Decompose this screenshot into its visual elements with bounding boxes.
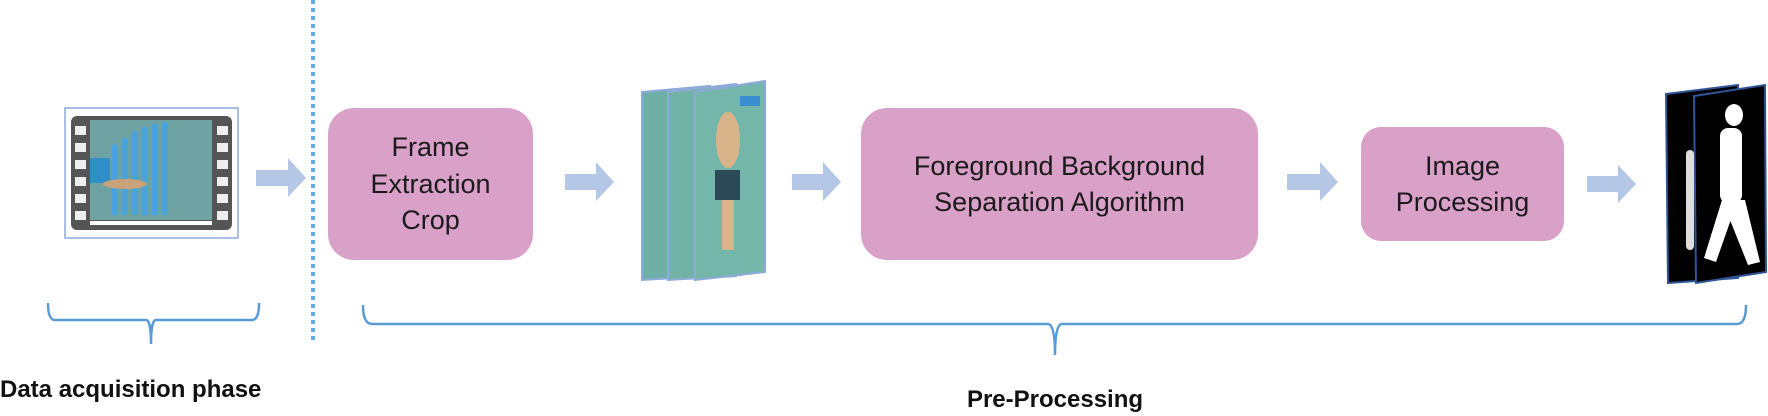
phase-label-pre-processing: Pre-Processing xyxy=(966,386,1144,413)
arrow-right-icon xyxy=(256,158,306,197)
arrow-right-icon xyxy=(1287,162,1338,201)
video-film-icon xyxy=(64,107,239,239)
stage-frame-extraction: Frame Extraction Crop xyxy=(328,108,533,260)
frame-stack-image xyxy=(641,79,766,282)
brace-pre-processing xyxy=(361,304,1748,356)
arrow-right-icon xyxy=(565,162,614,201)
stage-image-processing: Image Processing xyxy=(1361,127,1564,241)
arrow-right-icon xyxy=(1587,165,1636,203)
phase-label-data-acquisition: Data acquisition phase xyxy=(0,376,262,403)
arrow-right-icon xyxy=(792,162,841,201)
stage-fg-bg-separation: Foreground Background Separation Algorit… xyxy=(861,108,1258,260)
brace-data-acquisition xyxy=(46,302,261,345)
silhouette-stack-image xyxy=(1664,83,1768,285)
